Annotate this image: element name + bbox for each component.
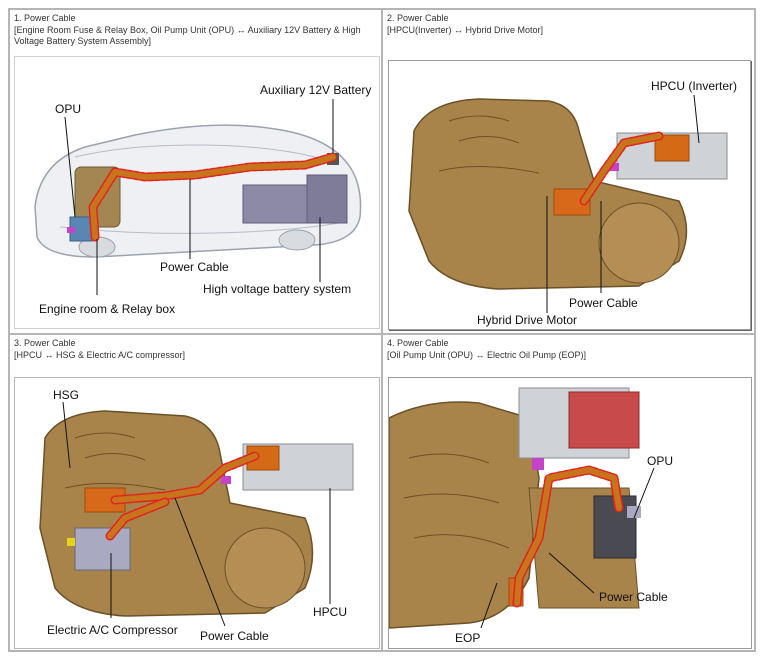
car-roofline [74, 144, 316, 158]
power-cable [90, 154, 336, 240]
label-eop: EOP [455, 631, 480, 645]
car-layout-diagram: OPU Auxiliary 12V Battery Power Cable Hi… [34, 83, 371, 316]
panel-1: 1. Power Cable [Engine Room Fuse & Relay… [9, 9, 382, 334]
power-cable [514, 467, 622, 606]
label-hpcu: HPCU (Inverter) [651, 79, 737, 93]
panel-4-title: 4. Power Cable [387, 338, 449, 348]
hsg-leader [62, 401, 71, 469]
car-sill [59, 221, 346, 234]
panel-2-description: [HPCU(Inverter) ↔ Hybrid Drive Motor] [387, 24, 544, 35]
opu-connector [627, 506, 641, 518]
panel-4-header: 4. Power Cable [Oil Pump Unit (OPU) ↔ El… [387, 338, 750, 361]
label-hpcu: HPCU [313, 605, 347, 619]
figure-table: 1. Power Cable [Engine Room Fuse & Relay… [8, 8, 756, 652]
label-aux-battery: Auxiliary 12V Battery [260, 83, 371, 97]
hpcu-motor-diagram: HPCU (Inverter) Power Cable Hybrid Drive… [408, 79, 737, 327]
hv-battery [242, 184, 314, 224]
bracket-upper [532, 458, 544, 470]
hpcu-leader [693, 94, 700, 144]
engine-detail [403, 453, 510, 549]
hpcu-bracket [609, 163, 619, 171]
label-opu: OPU [647, 454, 673, 468]
drive-motor-housing [598, 202, 680, 284]
panel-2: 2. Power Cable [HPCU(Inverter) ↔ Hybrid … [382, 9, 755, 334]
label-opu: OPU [55, 102, 81, 116]
panel-1-illustration: OPU Auxiliary 12V Battery Power Cable Hi… [14, 56, 380, 329]
panel-3-illustration: HSG Electric A/C Compressor Power Cable … [14, 377, 380, 649]
opu-leader [64, 116, 76, 218]
label-hsg: HSG [53, 388, 79, 402]
label-compressor: Electric A/C Compressor [47, 623, 178, 637]
panel-3-header: 3. Power Cable [HPCU ↔ HSG & Electric A/… [14, 338, 377, 361]
compressor-port [67, 538, 75, 546]
opu-leader [633, 467, 655, 519]
panel-3-description: [HPCU ↔ HSG & Electric A/C compressor] [14, 349, 186, 360]
label-motor: Hybrid Drive Motor [477, 313, 577, 327]
panel-4-illustration: OPU Power Cable EOP [388, 377, 752, 649]
power-cable-hsg [112, 453, 258, 503]
label-power-cable: Power Cable [599, 590, 668, 604]
power-cable-leader [548, 552, 595, 594]
opu-connector [67, 227, 75, 233]
hv-battery-module [306, 174, 348, 224]
hpcu-hsg-diagram: HSG Electric A/C Compressor Power Cable … [39, 388, 354, 643]
hsg-connector [84, 487, 126, 513]
label-power-cable: Power Cable [160, 260, 229, 274]
opu-eop-diagram: OPU Power Cable EOP [389, 387, 673, 645]
label-power-cable: Power Cable [200, 629, 269, 643]
label-hv-battery: High voltage battery system [203, 282, 351, 296]
power-cable-leader [174, 497, 226, 627]
panel-3: 3. Power Cable [HPCU ↔ HSG & Electric A/… [9, 334, 382, 651]
rear-wheel [278, 229, 316, 251]
engine-detail [64, 432, 166, 491]
panel-1-header: 1. Power Cable [Engine Room Fuse & Relay… [14, 13, 377, 48]
panel-3-title: 3. Power Cable [14, 338, 76, 348]
panel-4: 4. Power Cable [Oil Pump Unit (OPU) ↔ El… [382, 334, 755, 651]
panel-2-title: 2. Power Cable [387, 13, 449, 23]
transmission-housing [224, 527, 306, 609]
panel-2-illustration: HPCU (Inverter) Power Cable Hybrid Drive… [388, 60, 751, 330]
label-engine-room: Engine room & Relay box [39, 302, 175, 316]
panel-4-description: [Oil Pump Unit (OPU) ↔ Electric Oil Pump… [387, 349, 587, 360]
hpcu-bracket [221, 476, 231, 484]
eop-leader [480, 582, 498, 629]
label-power-cable: Power Cable [569, 296, 638, 310]
power-cable-compressor [107, 499, 168, 539]
engine-detail [438, 115, 540, 174]
ac-compressor [74, 527, 131, 571]
panel-1-description: [Engine Room Fuse & Relay Box, Oil Pump … [14, 24, 361, 47]
panel-1-title: 1. Power Cable [14, 13, 76, 23]
power-cable [581, 133, 662, 204]
hpcu-cover [568, 391, 640, 449]
panel-2-header: 2. Power Cable [HPCU(Inverter) ↔ Hybrid … [387, 13, 750, 36]
